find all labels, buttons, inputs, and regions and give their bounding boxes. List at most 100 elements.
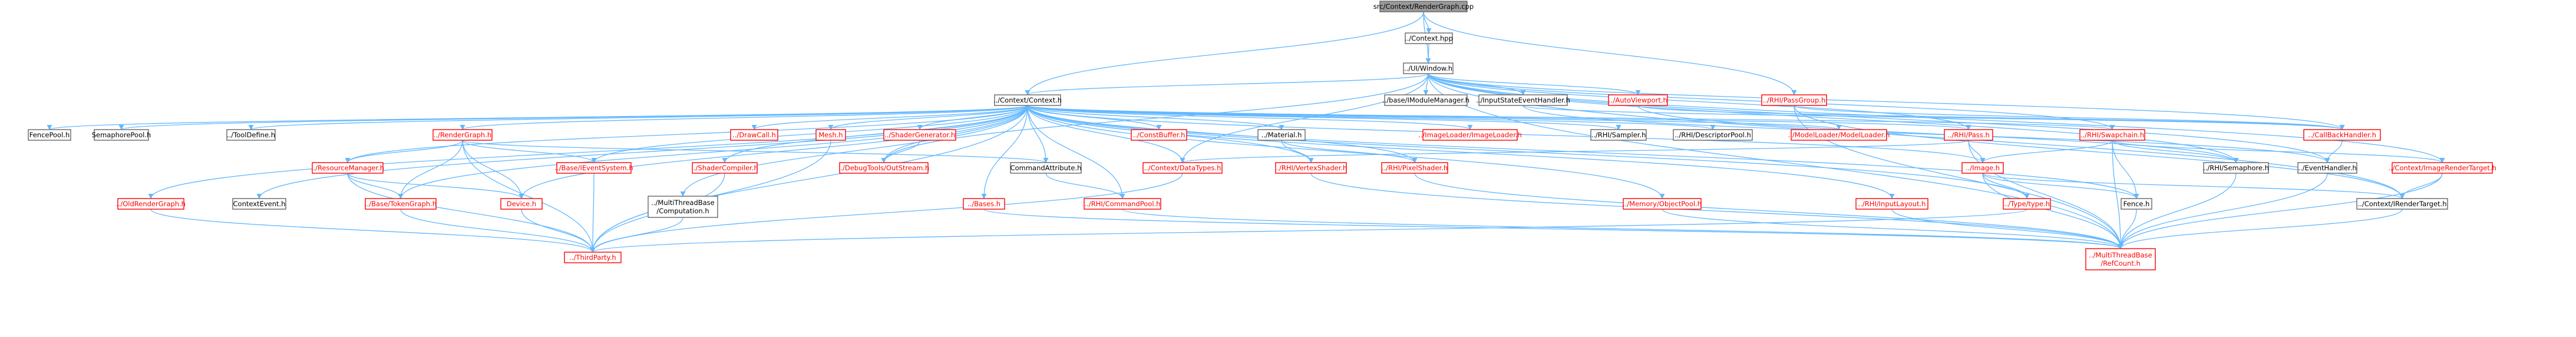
node-box: [1961, 162, 2004, 174]
node-irendertarget[interactable]: ../Context/IRenderTarget.h: [2356, 198, 2448, 210]
node-rhipass[interactable]: ../RHI/Pass.h: [1944, 129, 1993, 141]
edge-ctxh-to-mempool: [1027, 105, 1665, 199]
node-eventhandler[interactable]: ../EventHandler.h: [2297, 162, 2357, 174]
node-mesh[interactable]: Mesh.h: [815, 129, 846, 141]
edge-autovp-to-callback: [1637, 105, 2345, 130]
node-label: ../AutoViewport.h: [1609, 96, 1667, 104]
node-device[interactable]: Device.h: [500, 198, 543, 210]
node-bases[interactable]: ../Bases.h: [963, 198, 1005, 210]
node-ctxh[interactable]: ../Context/Context.h: [993, 94, 1062, 106]
node-box: [564, 252, 622, 263]
node-box: [2392, 162, 2493, 174]
node-box: [232, 198, 286, 210]
node-constbuf[interactable]: ../ConstBuffer.h: [1131, 129, 1187, 141]
node-rhisem[interactable]: ../RHI/Semaphore.h: [2203, 162, 2269, 174]
node-tooldef[interactable]: ../ToolDefine.h: [226, 129, 276, 141]
edge-ctxh-to-mtcomp: [680, 105, 1028, 197]
node-cmdattr[interactable]: CommandAttribute.h: [1010, 162, 1082, 174]
node-drawcall[interactable]: ../DrawCall.h: [730, 129, 778, 141]
edge-layer: [47, 11, 2445, 253]
edge-ctxh-to-basefs: [591, 105, 1028, 163]
node-label: ../RHI/Swapchain.h: [2080, 131, 2144, 139]
node-label: FencePool.h: [29, 131, 70, 139]
edge-rhisem-to-refcount: [2118, 173, 2237, 249]
edge-device-to-thirdparty: [521, 209, 596, 253]
node-box: [1608, 94, 1668, 106]
node-resmgr[interactable]: ../ResourceManager.h: [311, 162, 384, 174]
node-box: [648, 196, 718, 218]
node-box: [2203, 162, 2269, 174]
node-box: [226, 129, 276, 141]
node-callback[interactable]: ../CallBackHandler.h: [2303, 129, 2381, 141]
node-shadercomp[interactable]: ../ShaderCompiler.h: [691, 162, 758, 174]
node-label: ../RHI/VertexShader.h: [1275, 164, 1348, 172]
node-rendergraph[interactable]: ../RenderGraph.h: [432, 129, 493, 141]
node-material[interactable]: ../Material.h: [1257, 129, 1306, 141]
node-cmdpool[interactable]: ../RHI/CommandPool.h: [1084, 198, 1161, 210]
node-box: [2079, 129, 2145, 141]
node-box: [1257, 129, 1306, 141]
node-ctxhpp[interactable]: ../Context.hpp: [1405, 32, 1453, 44]
node-label: ../OldRenderGraph.h: [116, 200, 186, 208]
node-descpool[interactable]: ../RHI/DescriptorPool.h: [1673, 129, 1753, 141]
node-rhips[interactable]: ../RHI/PixelShader.h: [1381, 162, 1448, 174]
node-imgrt[interactable]: ../Context/ImageRenderTarget.h: [2388, 162, 2496, 174]
edge-oldrg-to-thirdparty: [150, 209, 596, 253]
node-image[interactable]: ../Image.h: [1961, 162, 2004, 174]
node-fencepool[interactable]: FencePool.h: [28, 129, 71, 141]
node-basemod[interactable]: ../base/IModuleManager.h: [1382, 94, 1469, 106]
node-mtcomp[interactable]: ../MultiThreadBase/Computation.h: [648, 196, 718, 218]
edge-passgroup-to-refcount: [1794, 105, 2123, 249]
node-box: [556, 162, 632, 174]
node-inputlayout[interactable]: ../RHI/InputLayout.h: [1855, 198, 1928, 210]
node-imgloader[interactable]: ../ImageLoader/ImageLoader.h: [1418, 129, 1522, 141]
node-oldrg[interactable]: ../OldRenderGraph.h: [116, 198, 186, 210]
node-rhisampler[interactable]: ../RHI/Sampler.h: [1590, 129, 1647, 141]
edge-autovp-to-rhisem: [1637, 105, 2239, 163]
node-shadergen[interactable]: ../ShaderGenerator.h: [883, 129, 956, 141]
node-autovp[interactable]: ../AutoViewport.h: [1608, 94, 1668, 106]
node-inputstate[interactable]: ../InputStateEventHandler.h: [1476, 94, 1570, 106]
node-uiwin[interactable]: ../UI/Window.h: [1403, 62, 1454, 74]
node-box: [839, 162, 929, 174]
node-box: [1131, 129, 1187, 141]
node-box: [365, 198, 437, 210]
node-swapchain[interactable]: ../RHI/Swapchain.h: [2079, 129, 2145, 141]
node-label: ../Base/IEventSystem.h: [554, 164, 633, 172]
node-layer: src/Context/RenderGraph.cpp../Context.hp…: [28, 1, 2496, 270]
node-basetoken[interactable]: ../Base/TokenGraph.h: [365, 198, 437, 210]
node-refcount[interactable]: ../MultiThreadBase/RefCount.h: [2085, 248, 2156, 270]
edge-swapchain-to-imgrt: [2112, 140, 2445, 163]
node-mempool[interactable]: ../Memory/ObjectPool.h: [1623, 198, 1702, 210]
node-box: [1478, 94, 1568, 106]
node-box: [1384, 94, 1468, 106]
edge-image-to-fence: [1982, 173, 2139, 199]
edge-eventhandler-to-refcount: [2118, 173, 2328, 249]
node-rhivs[interactable]: ../RHI/VertexShader.h: [1275, 162, 1348, 174]
edge-resmgr-to-thirdparty: [347, 173, 596, 253]
node-debugtools[interactable]: ../DebugTools/OutStream.h: [838, 162, 930, 174]
node-ctxevent[interactable]: ContextEvent.h: [232, 198, 286, 210]
edge-ctxh-to-tooldef: [248, 105, 1028, 130]
edge-uiwin-to-rhisem: [1428, 73, 2239, 163]
node-sempool[interactable]: SemaphorePool.h: [92, 129, 151, 141]
edge-ctxh-to-constbuf: [1027, 105, 1162, 130]
node-thirdparty[interactable]: ../ThirdParty.h: [564, 252, 622, 263]
edge-ctxh-to-descpool: [1027, 105, 1716, 130]
node-basefs[interactable]: ../Base/IEventSystem.h: [554, 162, 633, 174]
node-box: [883, 129, 956, 141]
edge-rendergraph-to-thirdparty: [462, 140, 596, 253]
node-fence[interactable]: Fence.h: [2121, 198, 2152, 210]
edge-ctxh-to-ctxevent: [256, 105, 1028, 199]
edge-ctxh-to-rendergraph: [460, 105, 1028, 130]
node-box: [1010, 162, 1082, 174]
node-datatypes[interactable]: ../Context/DataTypes.h: [1142, 162, 1223, 174]
node-typetype[interactable]: ../Type/type.h: [2003, 198, 2051, 210]
node-label: ContextEvent.h: [233, 200, 286, 208]
node-modelloader[interactable]: ../ModelLoader/ModelLoader.h: [1788, 129, 1890, 141]
node-label: ../RHI/InputLayout.h: [1858, 200, 1926, 208]
node-box: [2356, 198, 2448, 210]
node-passgroup[interactable]: ../RHI/PassGroup.h: [1761, 94, 1827, 106]
edge-material-to-rhips: [1281, 140, 1418, 163]
node-label: ../InputStateEventHandler.h: [1476, 96, 1570, 104]
